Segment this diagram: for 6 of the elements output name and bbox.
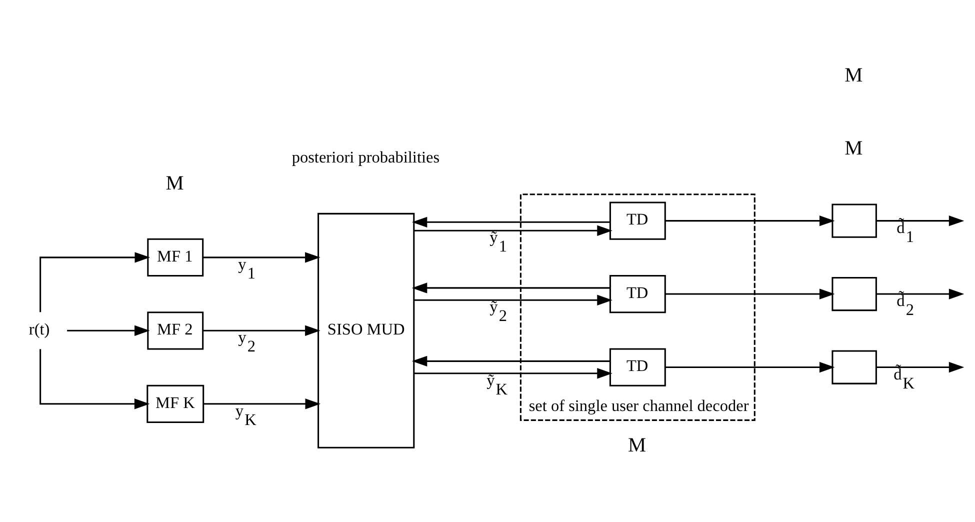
label: M <box>166 172 184 194</box>
label: posteriori probabilities <box>292 148 440 166</box>
label: M <box>844 64 863 86</box>
node-text: r(t) <box>28 320 50 338</box>
label: M <box>844 137 863 160</box>
label: M <box>628 434 646 456</box>
